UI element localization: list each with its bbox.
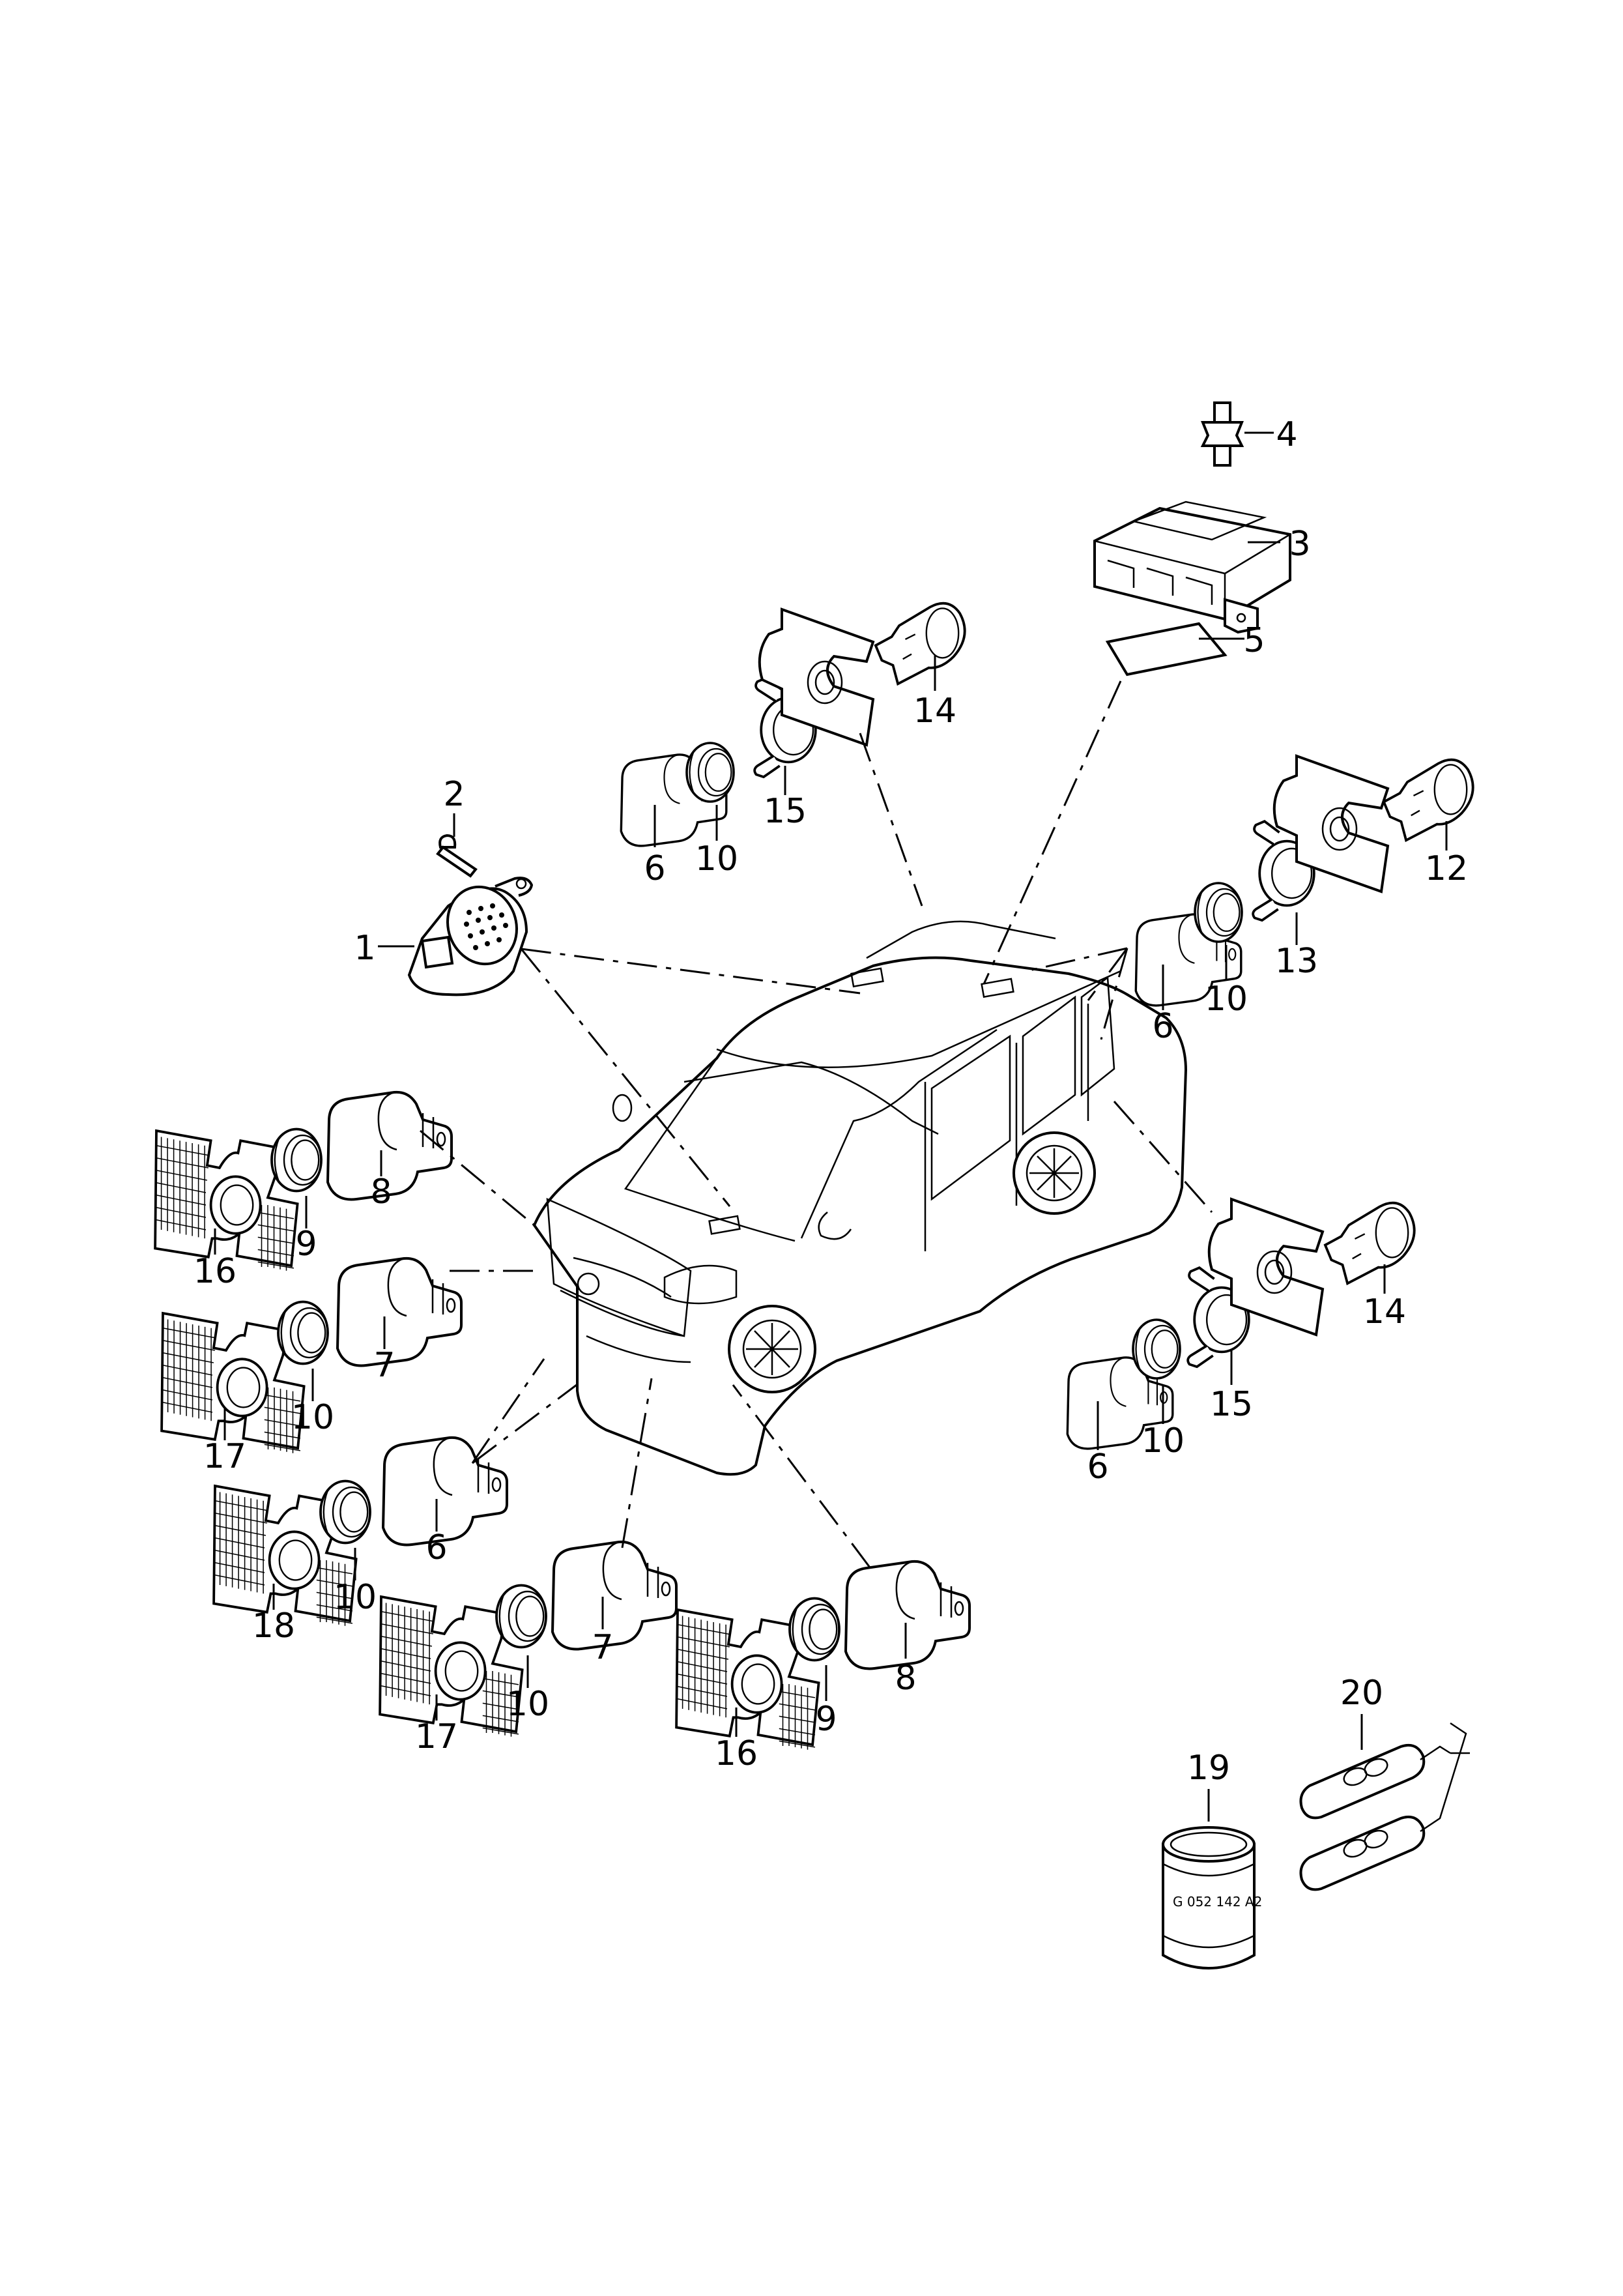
label-19: 19	[1187, 1749, 1230, 1788]
part-5-label	[1105, 622, 1228, 676]
tube-marking: G 052 142 A2	[1173, 1894, 1262, 1910]
label-16-front-right: 16	[715, 1734, 758, 1773]
label-17-front-left: 17	[203, 1437, 246, 1476]
part-1-warning-buzzer	[407, 877, 534, 996]
leader-lines	[214, 431, 1448, 1822]
label-12: 12	[1425, 849, 1468, 888]
label-10-front-center: 10	[506, 1685, 549, 1724]
label-10-rear-right-lower: 10	[1142, 1421, 1185, 1460]
vehicle-outline	[532, 920, 1188, 1476]
label-20: 20	[1340, 1674, 1383, 1713]
label-16-front-left: 16	[194, 1252, 237, 1291]
label-9-front-right: 9	[815, 1700, 837, 1739]
part-19-sealant-tube: G 052 142 A2	[1162, 1826, 1262, 1969]
label-10-rear-upper: 10	[695, 839, 738, 879]
label-8-front-right: 8	[895, 1659, 916, 1698]
label-2: 2	[443, 775, 465, 814]
reference-lines	[420, 680, 1213, 1568]
part-4-clip	[1200, 401, 1244, 467]
label-14-rear-right-lower: 14	[1363, 1292, 1406, 1331]
label-15-rear-right-lower: 15	[1210, 1385, 1253, 1424]
label-6-rear-right-upper: 6	[1152, 1007, 1173, 1046]
label-10-front: 10	[334, 1578, 377, 1617]
label-7-front-left: 7	[373, 1346, 395, 1385]
label-3: 3	[1289, 525, 1310, 564]
label-4: 4	[1276, 415, 1297, 454]
label-15-rear-upper: 15	[764, 792, 807, 831]
label-10-front-left: 10	[291, 1398, 334, 1437]
label-6-rear-upper: 6	[644, 849, 665, 888]
label-13: 13	[1275, 942, 1318, 981]
label-18: 18	[252, 1606, 295, 1646]
label-8-front-left: 8	[370, 1172, 392, 1212]
label-10-rear-right-upper: 10	[1205, 980, 1248, 1019]
label-6-rear-right-lower: 6	[1087, 1447, 1108, 1487]
part-3-control-unit	[1093, 501, 1291, 634]
label-5: 5	[1243, 621, 1265, 660]
label-9-front-left: 9	[295, 1225, 317, 1264]
label-17-front-center: 17	[415, 1717, 458, 1756]
part-labels: 1 2 3 4 5 6 6 6 6 7 7 8 8 9 9 10 10 10 1…	[194, 415, 1468, 1788]
part-20-repair-connectors	[1299, 1722, 1470, 1891]
label-7-front-center: 7	[592, 1628, 613, 1667]
label-6-front: 6	[425, 1528, 447, 1567]
label-14-rear-upper: 14	[913, 691, 956, 731]
label-1: 1	[354, 929, 375, 968]
part-2-screw	[436, 834, 478, 878]
